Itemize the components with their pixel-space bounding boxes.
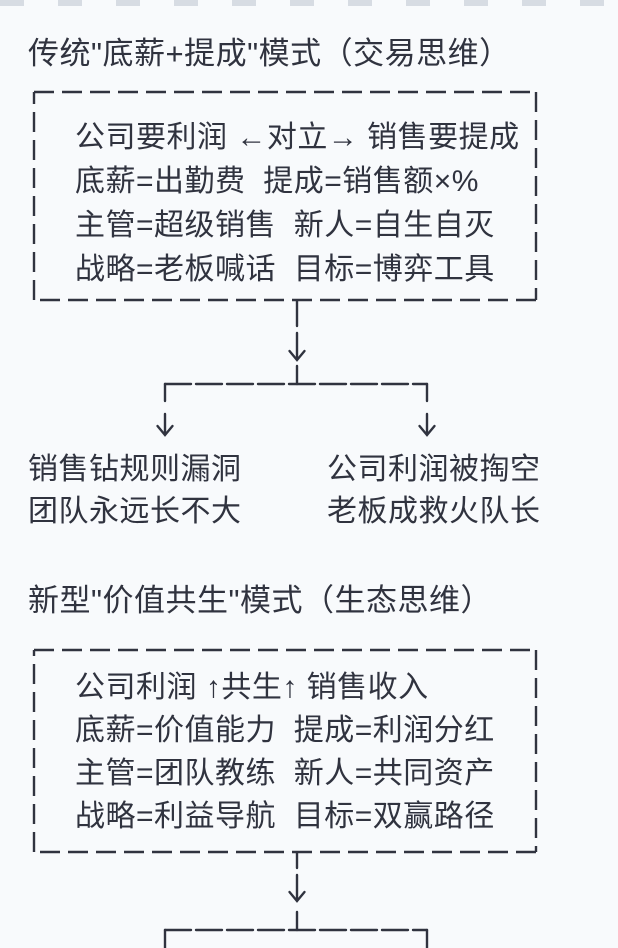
symbiosis-connector: [288, 851, 306, 903]
down-arrow-icon: [288, 331, 306, 362]
traditional-connector: [288, 299, 306, 362]
down-arrow-icon: [288, 873, 306, 903]
symbiosis-model-title: 新型"价值共生"模式（生态思维）: [28, 583, 493, 618]
traditional-box-border: [32, 90, 538, 302]
traditional-box-line-3: 主管=超级销售 新人=自生自灭: [75, 209, 495, 242]
traditional-box-line-2: 底薪=出勤费 提成=销售额×%: [75, 165, 479, 198]
traditional-outcome-left-line-2: 团队永远长不大: [28, 495, 242, 528]
symbiosis-box-line-1: 公司利润 ↑共生↑ 销售收入: [75, 671, 429, 704]
traditional-outcome-right-line-2: 老板成救火队长: [327, 495, 541, 528]
traditional-branch: [156, 364, 436, 437]
traditional-outcome-right-line-1: 公司利润被掏空: [327, 453, 541, 486]
traditional-model-title: 传统"底薪+提成"模式（交易思维）: [28, 36, 511, 71]
symbiosis-box-line-2: 底薪=价值能力 提成=利润分红: [75, 714, 495, 747]
symbiosis-box-border: [32, 648, 538, 854]
traditional-box-line-1: 公司要利润 ←对立→ 销售要提成: [75, 121, 520, 154]
symbiosis-box-line-3: 主管=团队教练 新人=共同资产: [75, 757, 495, 790]
down-arrow-icon: [418, 412, 436, 437]
traditional-outcome-left-line-1: 销售钻规则漏洞: [28, 453, 242, 486]
traditional-box-line-4: 战略=老板喊话 目标=博弈工具: [75, 253, 495, 286]
symbiosis-box-line-4: 战略=利益导航 目标=双赢路径: [75, 800, 495, 833]
down-arrow-icon: [156, 412, 174, 437]
symbiosis-branch: [163, 910, 429, 948]
